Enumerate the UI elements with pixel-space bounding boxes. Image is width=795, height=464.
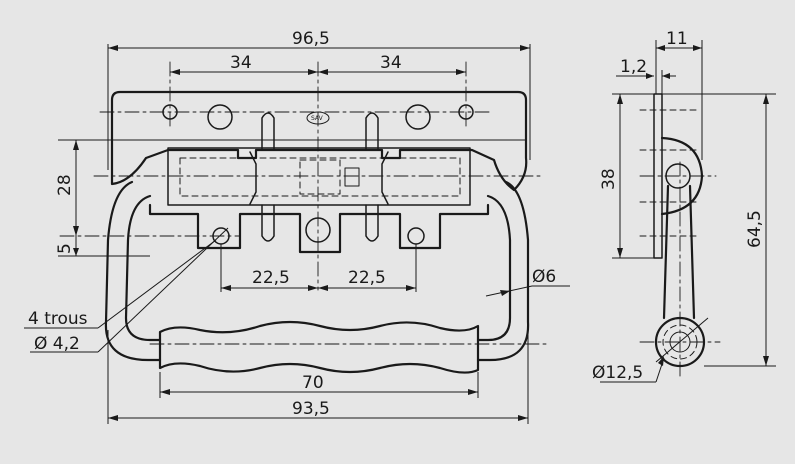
dim-label-64-5: 64,5 (745, 210, 765, 248)
dimension-34-34: 34 34 (170, 53, 466, 75)
dimension-28: 28 (55, 139, 160, 236)
dimension-grip-dia: Ø12,5 (592, 317, 709, 383)
note-4-trous: 4 trous (28, 309, 88, 329)
dim-label-28: 28 (55, 174, 75, 196)
dim-label-5: 5 (55, 243, 75, 254)
dim-label-22-5-right: 22,5 (348, 268, 386, 288)
dim-label-22-5-left: 22,5 (252, 268, 290, 288)
dimension-38: 38 (599, 93, 656, 259)
dim-label-34-left: 34 (230, 53, 252, 73)
dimension-11: 11 (655, 29, 703, 160)
side-view: 11 1,2 38 64,5 (592, 29, 776, 383)
dimension-5: 5 (55, 236, 150, 257)
mount-hole-upper-inner-right (405, 104, 431, 130)
dimension-wire-dia: Ø6 (485, 267, 570, 297)
dimension-64-5: 64,5 (662, 93, 776, 367)
dim-label-34-right: 34 (380, 53, 402, 73)
centre-band (167, 147, 471, 206)
mount-hole-upper-inner-left (207, 104, 233, 130)
dimension-1-2: 1,2 (616, 57, 676, 94)
lower-plate-tab (148, 203, 490, 254)
dim-label-grip-dia: Ø12,5 (592, 363, 643, 383)
dim-label-11: 11 (666, 29, 688, 49)
dimension-22-5: 22,5 22,5 (220, 244, 417, 292)
dimension-96-5: 96,5 (107, 29, 531, 170)
dimension-70: 70 (159, 372, 479, 398)
wire-handle-inner (124, 194, 512, 342)
side-barrel-hidden (639, 109, 701, 237)
spring-slot (344, 167, 360, 187)
dim-label-wire: Ø6 (532, 267, 556, 287)
barrel-collar-right (381, 151, 389, 205)
front-view: SAV 96,5 34 34 (24, 29, 570, 424)
dim-label-96-5: 96,5 (292, 29, 330, 49)
note-hole-dia: Ø 4,2 (34, 334, 80, 354)
hole-callout: 4 trous Ø 4,2 (24, 227, 229, 354)
barrel-centre (299, 159, 341, 195)
hinge-barrel (179, 157, 461, 197)
dimension-93-5: 93,5 (107, 330, 529, 424)
dim-label-1-2: 1,2 (620, 57, 647, 77)
side-handle-arm (662, 184, 696, 320)
slot-upper-left (261, 112, 275, 151)
logo-text: SAV (311, 115, 324, 122)
slot-lower-right (365, 204, 379, 242)
slot-lower-left (261, 204, 275, 242)
dim-label-93-5: 93,5 (292, 399, 330, 419)
dim-label-70: 70 (302, 373, 324, 393)
slot-upper-right (365, 112, 379, 151)
mount-hole-bottom-right (407, 227, 425, 245)
barrel-collar-left (249, 151, 257, 205)
handle-grip (158, 320, 480, 374)
wire-handle-outer (104, 180, 530, 362)
dim-label-38: 38 (599, 168, 619, 190)
